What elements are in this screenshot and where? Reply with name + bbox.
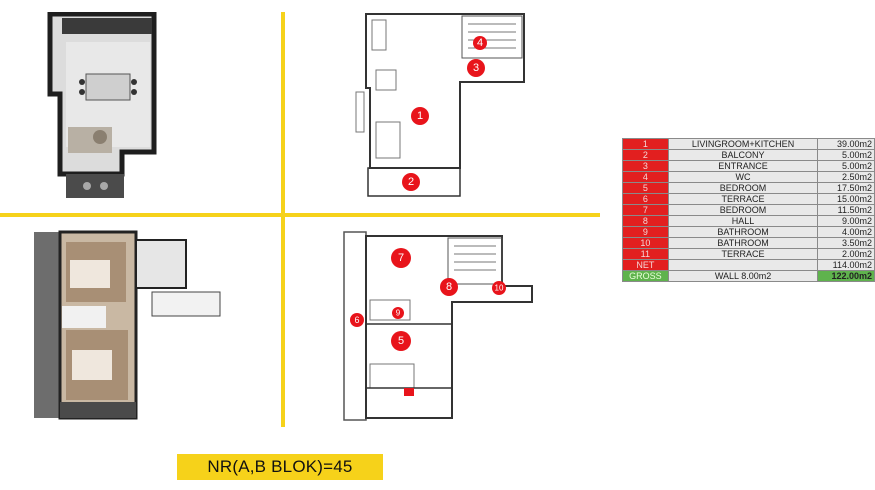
room-name: BALCONY <box>667 149 819 161</box>
room-marker-9: 9 <box>392 307 404 319</box>
room-name: BATHROOM <box>667 226 819 238</box>
room-name: BEDROOM <box>667 182 819 194</box>
svg-text:7: 7 <box>398 252 404 264</box>
numbered-plan-upper-floor: 7 8 9 10 6 5 <box>340 228 540 428</box>
room-name: HALL <box>667 215 819 227</box>
room-marker-3: 3 <box>467 59 485 77</box>
room-name: TERRACE <box>667 193 819 205</box>
room-area: 5.00m2 <box>817 149 875 161</box>
svg-text:5: 5 <box>398 335 404 347</box>
numbered-plan-ground-floor: 1 2 3 4 <box>348 12 528 202</box>
room-name: ENTRANCE <box>667 160 819 172</box>
table-row: NET 114.00m2 <box>622 259 875 271</box>
horizontal-divider <box>0 213 600 217</box>
room-area: 17.50m2 <box>817 182 875 194</box>
svg-text:8: 8 <box>446 281 452 293</box>
room-name: TERRACE <box>667 248 819 260</box>
gross-label: GROSS <box>622 270 669 282</box>
room-number: 3 <box>622 160 669 172</box>
room-marker-6: 6 <box>350 313 364 327</box>
room-name: LIVINGROOM+KITCHEN <box>667 138 819 150</box>
gross-area: 122.00m2 <box>817 270 875 282</box>
net-room <box>667 259 819 271</box>
room-marker-8: 8 <box>440 278 458 296</box>
room-number: 7 <box>622 204 669 216</box>
net-area: 114.00m2 <box>817 259 875 271</box>
room-marker-10: 10 <box>492 281 506 295</box>
svg-text:9: 9 <box>396 309 401 318</box>
room-area: 2.00m2 <box>817 248 875 260</box>
room-marker-2: 2 <box>402 173 420 191</box>
rendered-plan-upper-floor <box>32 230 222 420</box>
room-number: 9 <box>622 226 669 238</box>
room-number: 6 <box>622 193 669 205</box>
room-area: 15.00m2 <box>817 193 875 205</box>
room-area: 9.00m2 <box>817 215 875 227</box>
room-name: BATHROOM <box>667 237 819 249</box>
room-area: 3.50m2 <box>817 237 875 249</box>
svg-text:2: 2 <box>408 176 414 188</box>
room-name: WC <box>667 171 819 183</box>
svg-text:3: 3 <box>473 62 479 74</box>
room-marker-4: 4 <box>473 36 487 50</box>
vertical-divider <box>281 12 285 427</box>
room-number: 11 <box>622 248 669 260</box>
block-count-label: NR(A,B BLOK)=45 <box>177 454 383 480</box>
room-area: 11.50m2 <box>817 204 875 216</box>
room-marker-1: 1 <box>411 107 429 125</box>
room-area: 2.50m2 <box>817 171 875 183</box>
room-number: 8 <box>622 215 669 227</box>
room-name: BEDROOM <box>667 204 819 216</box>
room-area: 39.00m2 <box>817 138 875 150</box>
gross-wall: WALL 8.00m2 <box>667 270 819 282</box>
room-number: 1 <box>622 138 669 150</box>
svg-text:4: 4 <box>477 37 483 49</box>
room-number: 2 <box>622 149 669 161</box>
room-number: 10 <box>622 237 669 249</box>
room-marker-7: 7 <box>391 248 411 268</box>
room-area: 5.00m2 <box>817 160 875 172</box>
svg-text:1: 1 <box>417 110 423 122</box>
room-area: 4.00m2 <box>817 226 875 238</box>
rendered-plan-ground-floor <box>42 12 162 202</box>
svg-text:6: 6 <box>354 315 359 325</box>
room-marker-5: 5 <box>391 331 411 351</box>
room-number: 4 <box>622 171 669 183</box>
svg-text:10: 10 <box>495 284 504 293</box>
net-label: NET <box>622 259 669 271</box>
room-number: 5 <box>622 182 669 194</box>
